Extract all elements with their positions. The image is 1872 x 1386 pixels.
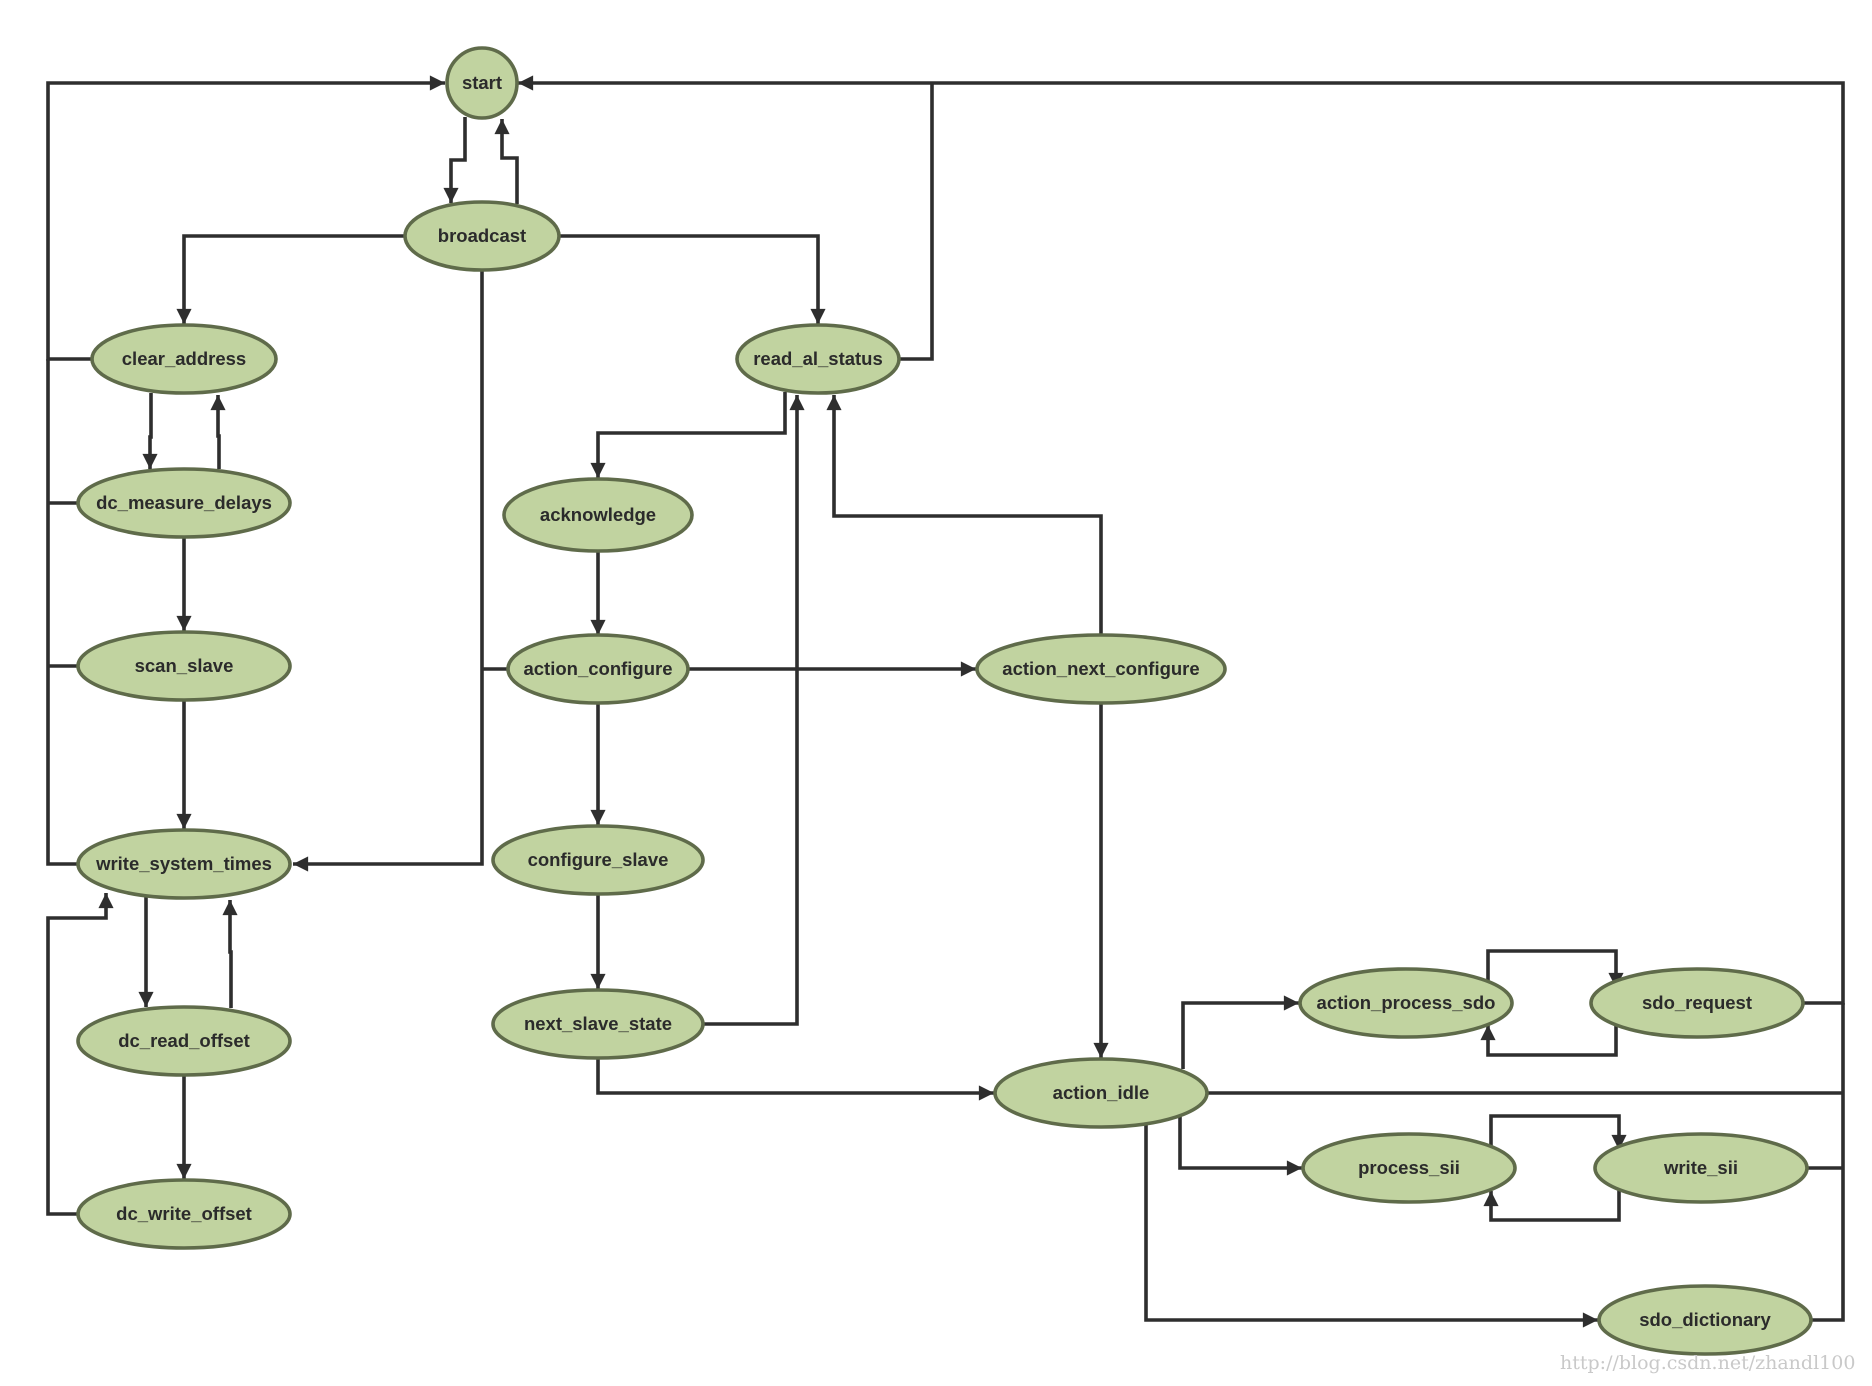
edge-next-slave-state-to-action-idle (596, 1058, 994, 1101)
edge-action-next-configure-to-read-al-status (826, 395, 1103, 636)
node-label: action_next_configure (1002, 658, 1199, 679)
edge-broadcast-to-clear-address (176, 234, 405, 324)
edge-broadcast-to-write-system-times (293, 270, 484, 872)
edge-clear-address-to-start (46, 75, 445, 361)
node-label: configure_slave (528, 849, 669, 870)
edge-action-idle-to-process-sii (1178, 1115, 1302, 1176)
edges (46, 75, 1845, 1328)
edge-action-process-sdo-to-sdo-request (1486, 949, 1624, 988)
node-process-sii: process_sii (1301, 1132, 1517, 1204)
node-label: start (462, 72, 502, 93)
watermark-text: http://blog.csdn.net/zhandl100 (1560, 1352, 1856, 1374)
node-shape (76, 1005, 292, 1077)
edge-write-sii-to-process-sii (1483, 1188, 1621, 1222)
node-scan-slave: scan_slave (76, 630, 292, 702)
node-shape (502, 477, 694, 553)
node-action-process-sdo: action_process_sdo (1298, 967, 1514, 1039)
edge-action-idle-to-sdo-dictionary (1144, 1124, 1598, 1328)
node-label: action_process_sdo (1317, 992, 1496, 1013)
edge-sdo-request-to-start (518, 75, 1845, 1005)
node-dc-write-offset: dc_write_offset (76, 1178, 292, 1250)
edge-action-idle-to-action-process-sdo (1181, 995, 1299, 1069)
node-shape (403, 200, 561, 272)
node-shape (76, 467, 292, 539)
node-label: acknowledge (540, 504, 656, 525)
node-broadcast: broadcast (403, 200, 561, 272)
node-label: dc_measure_delays (96, 492, 272, 513)
edge-dc-write-offset-to-write-system-times (46, 893, 114, 1216)
node-shape (76, 630, 292, 702)
nodes: start broadcast clear_address dc_measure_de… (76, 46, 1813, 1356)
node-label: read_al_status (753, 348, 883, 369)
node-label: action_configure (523, 658, 672, 679)
node-label: action_idle (1053, 1082, 1150, 1103)
node-shape (1589, 967, 1805, 1039)
node-label: scan_slave (135, 655, 234, 676)
edge-broadcast-to-start (494, 118, 519, 204)
edge-broadcast-to-read-al-status (559, 234, 826, 324)
node-shape (76, 828, 292, 900)
node-label: write_system_times (95, 853, 272, 874)
node-shape (491, 988, 705, 1060)
node-next-slave-state: next_slave_state (491, 988, 705, 1060)
node-shape (1301, 1132, 1517, 1204)
node-label: next_slave_state (524, 1013, 672, 1034)
edge-read-al-status-to-acknowledge (590, 392, 787, 478)
node-shape (993, 1057, 1209, 1129)
node-label: clear_address (122, 348, 246, 369)
edge-sdo-request-to-action-process-sdo (1480, 1022, 1618, 1057)
node-shape (1597, 1284, 1813, 1356)
edge-read-al-status-to-start (899, 83, 934, 361)
edge-next-slave-state-to-read-al-status (703, 395, 805, 1026)
node-label: dc_write_offset (116, 1203, 252, 1224)
node-clear-address: clear_address (90, 323, 278, 395)
edge-sdo-dictionary-to-start (1811, 1003, 1845, 1322)
edge-start-to-broadcast (443, 117, 467, 204)
node-label: process_sii (1358, 1157, 1460, 1178)
node-acknowledge: acknowledge (502, 477, 694, 553)
node-shape (491, 824, 705, 896)
node-write-system-times: write_system_times (76, 828, 292, 900)
node-shape (506, 633, 690, 705)
node-label: sdo_dictionary (1639, 1309, 1771, 1330)
node-start: start (445, 46, 519, 120)
node-shape (975, 633, 1227, 705)
edge-dc-read-offset-to-write-system-times (222, 900, 238, 1008)
node-dc-measure-delays: dc_measure_delays (76, 467, 292, 539)
node-action-configure: action_configure (506, 633, 690, 705)
edge-process-sii-to-write-sii (1489, 1114, 1627, 1150)
node-shape (445, 46, 519, 120)
node-label: sdo_request (1642, 992, 1752, 1013)
node-label: write_sii (1663, 1157, 1738, 1178)
node-sdo-request: sdo_request (1589, 967, 1805, 1039)
node-shape (1298, 967, 1514, 1039)
node-shape (735, 323, 901, 395)
node-write-sii: write_sii (1593, 1132, 1809, 1204)
edge-clear-address-to-dc-measure-delays (142, 393, 158, 469)
node-label: dc_read_offset (118, 1030, 250, 1051)
node-label: broadcast (438, 225, 526, 246)
node-sdo-dictionary: sdo_dictionary (1597, 1284, 1813, 1356)
node-shape (76, 1178, 292, 1250)
node-dc-read-offset: dc_read_offset (76, 1005, 292, 1077)
node-shape (90, 323, 278, 395)
node-configure-slave: configure_slave (491, 824, 705, 896)
edge-dc-measure-delays-to-clear-address (210, 395, 226, 469)
node-action-idle: action_idle (993, 1057, 1209, 1129)
node-shape (1593, 1132, 1809, 1204)
edge-write-system-times-to-start (46, 359, 78, 866)
node-action-next-configure: action_next_configure (975, 633, 1227, 705)
node-read-al-status: read_al_status (735, 323, 901, 395)
